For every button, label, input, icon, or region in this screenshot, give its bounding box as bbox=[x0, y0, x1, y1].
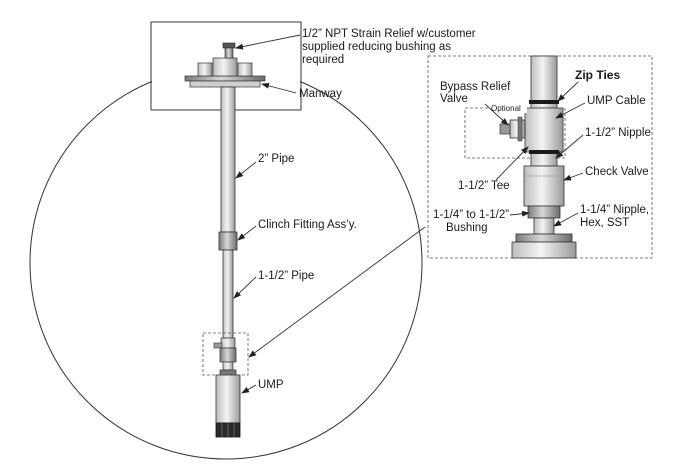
zip-tie-lower bbox=[529, 150, 559, 154]
detail-hex-nipple bbox=[533, 217, 555, 235]
clinch-fitting-label: Clinch Fitting Ass’y. bbox=[258, 219, 357, 231]
detail-enlargement: Optional Zip Ties Bypass Relief Valve UM… bbox=[427, 55, 653, 259]
check-valve-label: Check Valve bbox=[585, 166, 649, 178]
pipe-2in-label: 2” Pipe bbox=[258, 153, 294, 165]
strain-relief-label-line1: 1/2” NPT Strain Relief w/customer bbox=[302, 28, 476, 40]
ump-pump bbox=[215, 374, 241, 438]
bushing-label-line2: Bushing bbox=[446, 222, 488, 234]
pipe-string bbox=[202, 42, 249, 438]
bushing-label-line1: 1-1/4” to 1-1/2” bbox=[433, 209, 509, 221]
detail-bushing bbox=[527, 205, 561, 219]
nipple-hex-label-line1: 1-1/4” Nipple, bbox=[580, 204, 649, 216]
detail-check-valve bbox=[523, 165, 565, 207]
main-callouts: 1/2” NPT Strain Relief w/customer suppli… bbox=[233, 28, 476, 394]
detail-source-box bbox=[202, 332, 249, 376]
small-fittings bbox=[213, 337, 237, 376]
strain-relief-label-line3: required bbox=[302, 54, 344, 66]
ump-label: UMP bbox=[258, 379, 284, 391]
pipe-2in bbox=[220, 86, 236, 233]
detail-nipple bbox=[530, 151, 558, 167]
ump-cable-label: UMP Cable bbox=[587, 95, 646, 107]
zip-ties-label: Zip Ties bbox=[575, 68, 620, 82]
strain-relief-fitting bbox=[222, 42, 236, 59]
nipple-1-5-label: 1-1/2” Nipple bbox=[585, 127, 651, 139]
clinch-fitting bbox=[218, 231, 238, 251]
manway-label: Manway bbox=[299, 88, 342, 100]
detail-pump-head bbox=[515, 233, 573, 243]
bypass-label-line1: Bypass Relief bbox=[440, 81, 511, 93]
pipe-1-5in-label: 1-1/2” Pipe bbox=[258, 270, 314, 282]
zip-tie-upper bbox=[529, 100, 559, 104]
strain-relief-label-line2: supplied reducing bushing as bbox=[302, 41, 451, 53]
nipple-hex-label-line2: Hex, SST bbox=[580, 217, 629, 229]
detail-upper-pipe bbox=[530, 55, 558, 109]
bypass-label-line2: Valve bbox=[440, 93, 468, 105]
pipe-1-5in bbox=[222, 249, 234, 339]
tee-1-5-label: 1-1/2” Tee bbox=[458, 180, 510, 192]
manway-flange bbox=[184, 57, 266, 88]
optional-label: Optional bbox=[491, 104, 521, 113]
detail-tee bbox=[524, 107, 564, 153]
detail-pump-body bbox=[511, 241, 577, 259]
